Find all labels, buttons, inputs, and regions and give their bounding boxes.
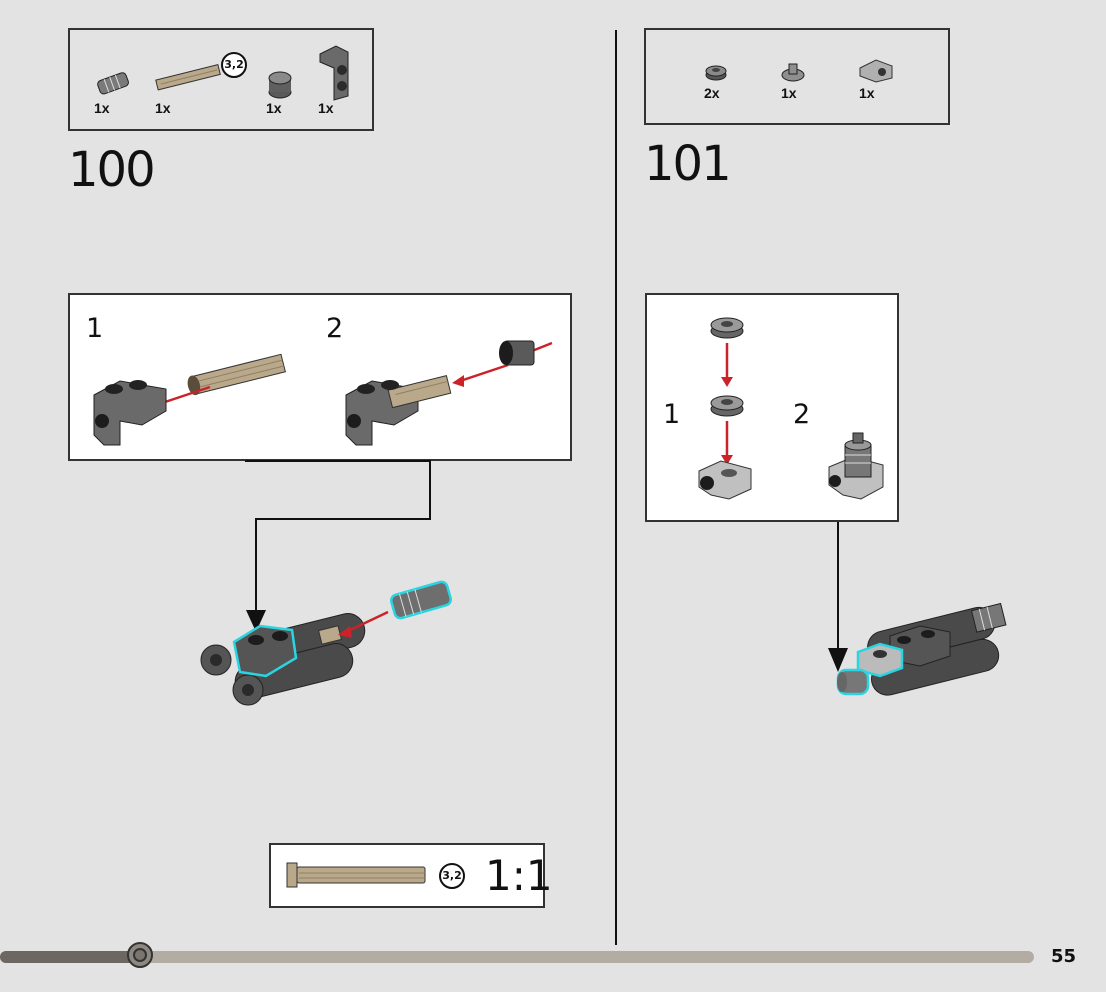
tan-axle-part-icon xyxy=(155,64,221,91)
substep-2-illustration xyxy=(828,432,884,500)
progress-track xyxy=(0,951,1034,963)
step-number: 100 xyxy=(68,142,156,198)
part-qty: 1x xyxy=(318,100,334,116)
scale-ratio: 1:1 xyxy=(485,851,553,900)
part-qty: 1x xyxy=(859,85,875,101)
length-badge: 3,2 xyxy=(221,52,247,78)
bracket-part-icon xyxy=(319,45,349,101)
length-badge: 3,2 xyxy=(439,863,465,889)
part-qty: 1x xyxy=(266,100,282,116)
assembly-step-101-illustration xyxy=(836,602,1007,696)
round-plate-part-icon xyxy=(705,65,727,81)
substep-panel-step-100: 1 2 xyxy=(68,293,572,461)
substep-panel-step-101: 1 2 xyxy=(645,293,899,522)
tan-axle-actual-size-icon xyxy=(286,862,426,888)
substep-number: 1 xyxy=(663,399,681,430)
substep-number: 1 xyxy=(86,313,104,344)
page-number: 55 xyxy=(1050,946,1076,967)
part-qty: 1x xyxy=(155,100,171,116)
round-brick-part-icon xyxy=(268,71,292,99)
round-tile-part-icon xyxy=(781,63,805,82)
axle-length-callout: 3,2 1:1 xyxy=(269,843,553,908)
bracket-plate-light-part-icon xyxy=(859,59,893,83)
substep-2-illustration xyxy=(345,340,553,446)
part-qty: 2x xyxy=(704,85,720,101)
substep-number: 2 xyxy=(793,399,811,430)
parts-list-step-100: 1x 3,2 1x 1x 1x xyxy=(68,28,374,131)
part-qty: 1x xyxy=(94,100,110,116)
assembly-step-100-illustration xyxy=(200,580,453,706)
part-qty: 1x xyxy=(781,85,797,101)
substep-1-illustration xyxy=(93,353,286,446)
parts-list-step-101: 2x 1x 1x xyxy=(644,28,950,125)
progress-fill xyxy=(0,951,140,963)
page-divider xyxy=(615,30,617,945)
step-number: 101 xyxy=(644,136,732,192)
substep-number: 2 xyxy=(326,313,344,344)
substep-1-illustration xyxy=(698,317,752,500)
axle-connector-part-icon xyxy=(97,72,129,95)
progress-knob[interactable] xyxy=(126,942,153,968)
